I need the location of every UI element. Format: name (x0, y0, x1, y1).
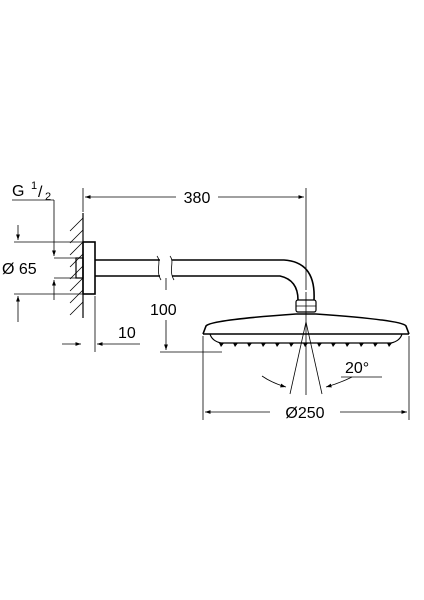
spray-nozzles (219, 343, 392, 347)
flange-depth-label: 10 (118, 325, 136, 342)
thread-fraction-slash: / (38, 184, 43, 201)
head-diameter-label: Ø250 (285, 405, 324, 422)
dimension-spray-angle: 20° (261, 321, 382, 395)
arm-length-label: 380 (184, 190, 211, 207)
shower-arm (95, 255, 315, 301)
spray-angle-label: 20° (345, 360, 369, 377)
flange-diameter-label: Ø 65 (2, 261, 37, 278)
thread-label: G 1 / 2 (12, 180, 76, 300)
drop-height-label: 100 (150, 302, 177, 319)
dimension-head-diameter: Ø250 (202, 336, 410, 422)
thread-letter: G (12, 183, 24, 200)
dimension-flange-diameter: Ø 65 (0, 225, 82, 322)
dimension-drop-height: 100 (150, 278, 222, 353)
thread-fraction-denominator: 2 (45, 191, 51, 203)
dimension-arm-length: 380 (82, 188, 307, 290)
dimension-flange-depth: 10 (62, 296, 140, 352)
thread-fraction-numerator: 1 (31, 180, 37, 192)
wall-flange (75, 241, 96, 295)
